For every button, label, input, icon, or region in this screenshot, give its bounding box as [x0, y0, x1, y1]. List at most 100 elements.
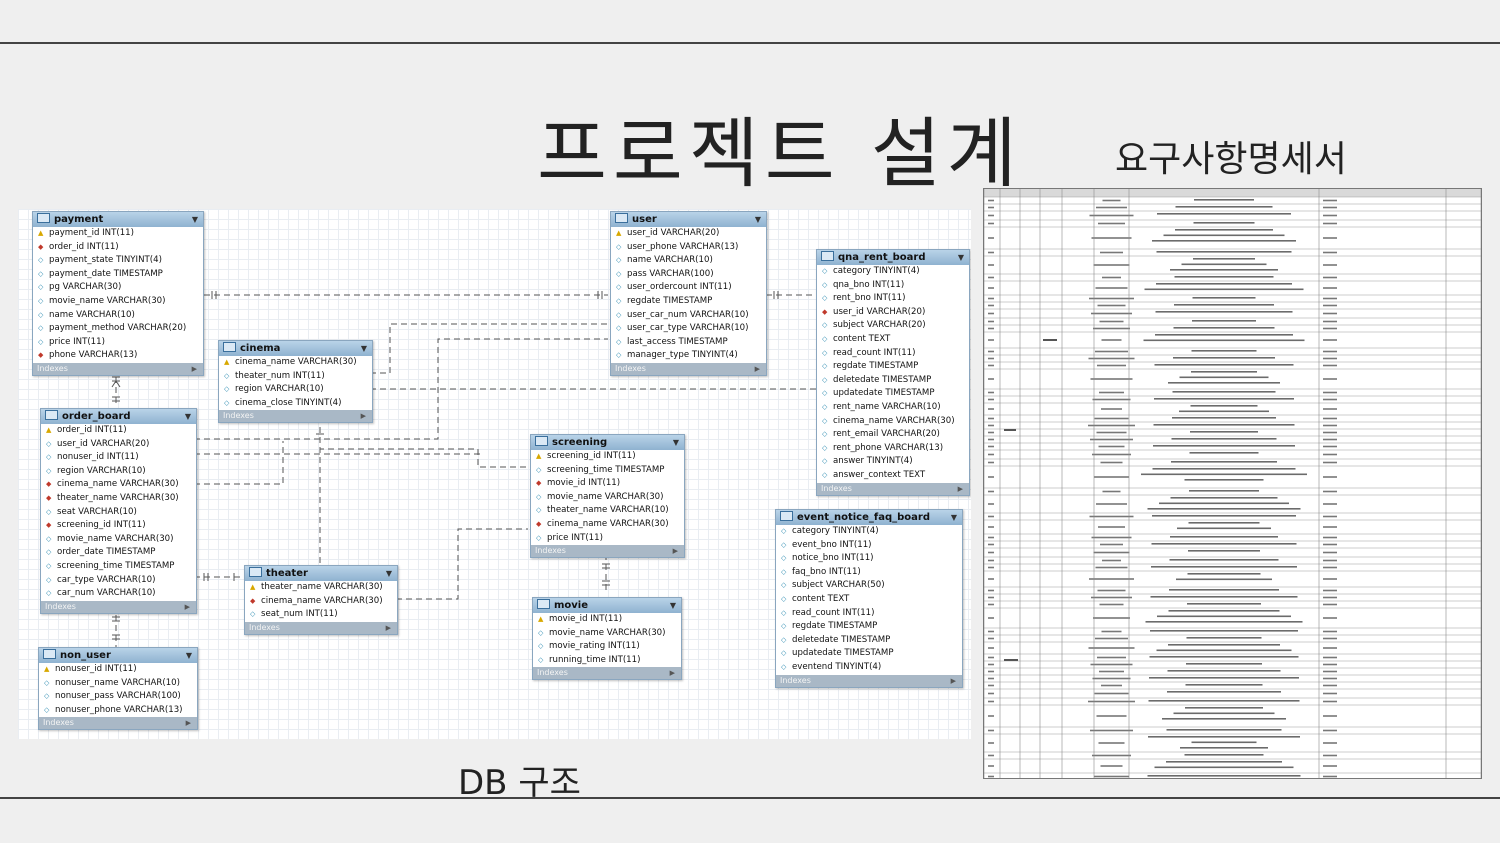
- table-header[interactable]: non_user▼: [39, 648, 197, 663]
- table-header[interactable]: cinema▼: [219, 341, 372, 356]
- indexes-footer[interactable]: Indexes ▶: [533, 667, 681, 680]
- column-definition: answer_context TEXT: [833, 469, 926, 480]
- indexes-footer[interactable]: Indexes▶: [245, 621, 397, 634]
- expand-arrow-icon[interactable]: ▶: [385, 623, 391, 632]
- table-qna-rent-board[interactable]: qna_rent_board▼◇category TINYINT(4)◇qna_…: [816, 249, 970, 496]
- expand-arrow-icon[interactable]: ▶: [672, 547, 678, 556]
- table-event-notice-faq-board[interactable]: event_notice_faq_board▼◇category TINYINT…: [775, 509, 963, 688]
- column-row: ◇manager_type TINYINT(4): [611, 349, 766, 363]
- indexes-footer[interactable]: Indexes▶: [531, 545, 684, 558]
- indexes-label: Indexes: [537, 668, 568, 678]
- table-cinema[interactable]: cinema▼▲cinema_name VARCHAR(30)◇theater_…: [218, 340, 373, 424]
- indexes-footer[interactable]: Indexes▶: [33, 362, 203, 375]
- column-row: ◆screening_id INT(11): [41, 519, 196, 533]
- collapse-chevron-icon[interactable]: ▼: [191, 215, 198, 224]
- table-user[interactable]: user▼▲user_id VARCHAR(20)◇user_phone VAR…: [610, 211, 767, 376]
- column-icon: ◇: [538, 655, 544, 664]
- collapse-chevron-icon[interactable]: ▼: [184, 412, 191, 421]
- indexes-footer[interactable]: Indexes ▶: [611, 362, 766, 375]
- column-icon: ◇: [781, 662, 787, 671]
- indexes-label: Indexes: [780, 675, 811, 685]
- column-row: ◇user_phone VARCHAR(13): [611, 241, 766, 255]
- column-row: ◇movie_rating INT(11): [533, 640, 681, 654]
- table-non-user[interactable]: non_user▼▲nonuser_id INT(11)◇nonuser_nam…: [38, 647, 198, 731]
- table-header[interactable]: event_notice_faq_board▼: [776, 510, 962, 525]
- column-row: ◆theater_name VARCHAR(30): [41, 492, 196, 506]
- column-row: ◇user_id VARCHAR(20): [41, 438, 196, 452]
- collapse-chevron-icon[interactable]: ▼: [950, 513, 957, 522]
- column-row: ◇theater_name VARCHAR(10): [531, 504, 684, 518]
- table-header[interactable]: theater▼: [245, 566, 397, 581]
- expand-arrow-icon[interactable]: ▶: [360, 412, 366, 421]
- column-row: ◇region VARCHAR(10): [41, 465, 196, 479]
- column-definition: pass VARCHAR(100): [627, 268, 714, 279]
- column-definition: movie_rating INT(11): [549, 641, 640, 652]
- indexes-footer[interactable]: Indexes▶: [219, 410, 372, 423]
- table-order-board[interactable]: order_board▼▲order_id INT(11)◇user_id VA…: [40, 408, 197, 614]
- column-icon: ◇: [224, 371, 230, 380]
- table-header[interactable]: screening▼: [531, 435, 684, 450]
- column-definition: cinema_name VARCHAR(30): [547, 518, 669, 529]
- column-definition: price INT(11): [547, 532, 603, 543]
- column-icon: ◇: [38, 269, 44, 278]
- indexes-footer[interactable]: Indexes▶: [39, 717, 197, 730]
- rel-screening-cinema: [319, 427, 528, 468]
- expand-arrow-icon[interactable]: ▶: [184, 602, 190, 611]
- table-screening[interactable]: screening▼▲screening_id INT(11)◇screenin…: [530, 434, 685, 559]
- column-row: ◇screening_time TIMESTAMP: [41, 560, 196, 574]
- column-row: ◇movie_name VARCHAR(30): [41, 533, 196, 547]
- collapse-chevron-icon[interactable]: ▼: [672, 438, 679, 447]
- expand-arrow-icon[interactable]: ▶: [950, 676, 956, 685]
- column-definition: user_car_type VARCHAR(10): [627, 323, 749, 334]
- collapse-chevron-icon[interactable]: ▼: [669, 601, 676, 610]
- requirements-table-thumbnail: [984, 189, 1481, 778]
- table-payment[interactable]: payment▼▲payment_id INT(11)◆order_id INT…: [32, 211, 204, 376]
- column-row: ◇regdate TIMESTAMP: [611, 295, 766, 309]
- expand-arrow-icon[interactable]: ▶: [957, 484, 963, 493]
- column-definition: read_count INT(11): [792, 607, 875, 618]
- collapse-chevron-icon[interactable]: ▼: [957, 253, 964, 262]
- indexes-label: Indexes: [615, 363, 646, 373]
- column-row: ◇order_date TIMESTAMP: [41, 546, 196, 560]
- column-icon: ◇: [822, 334, 828, 343]
- column-icon: ◇: [781, 622, 787, 631]
- table-theater[interactable]: theater▼▲theater_name VARCHAR(30)◆cinema…: [244, 565, 398, 635]
- column-definition: name VARCHAR(10): [49, 309, 135, 320]
- indexes-footer[interactable]: Indexes ▶: [776, 674, 962, 687]
- column-icon: ◇: [781, 635, 787, 644]
- column-definition: nonuser_phone VARCHAR(13): [55, 704, 183, 715]
- column-icon: ◇: [616, 256, 622, 265]
- table-header[interactable]: qna_rent_board▼: [817, 250, 969, 265]
- expand-arrow-icon[interactable]: ▶: [669, 669, 675, 678]
- rel-cinema-user: [370, 323, 608, 374]
- column-icon: ◇: [822, 416, 828, 425]
- column-definition: phone VARCHAR(13): [49, 350, 138, 361]
- column-definition: user_id VARCHAR(20): [627, 228, 720, 238]
- collapse-chevron-icon[interactable]: ▼: [185, 651, 192, 660]
- expand-arrow-icon[interactable]: ▶: [191, 364, 197, 373]
- collapse-chevron-icon[interactable]: ▼: [360, 344, 367, 353]
- expand-arrow-icon[interactable]: ▶: [185, 719, 191, 728]
- column-row: ◇screening_time TIMESTAMP: [531, 464, 684, 478]
- column-icon: ◇: [822, 375, 828, 384]
- indexes-footer[interactable]: Indexes▶: [41, 600, 196, 613]
- expand-arrow-icon[interactable]: ▶: [754, 364, 760, 373]
- collapse-chevron-icon[interactable]: ▼: [385, 569, 392, 578]
- column-icon: ◇: [250, 610, 256, 619]
- column-row: ◇movie_name VARCHAR(30): [33, 295, 203, 309]
- column-definition: updatedate TIMESTAMP: [792, 648, 894, 659]
- table-header[interactable]: order_board▼: [41, 409, 196, 424]
- column-row: ◇updatedate TIMESTAMP: [776, 647, 962, 661]
- relationship-lines: [111, 291, 819, 647]
- table-header[interactable]: payment▼: [33, 212, 203, 227]
- table-header[interactable]: movie▼: [533, 598, 681, 613]
- column-row: ◇subject VARCHAR(50): [776, 579, 962, 593]
- indexes-footer[interactable]: Indexes▶: [817, 482, 969, 495]
- collapse-chevron-icon[interactable]: ▼: [754, 215, 761, 224]
- table-movie[interactable]: movie▼▲movie_id INT(11)◇movie_name VARCH…: [532, 597, 682, 681]
- column-definition: cinema_close TINYINT(4): [235, 397, 342, 408]
- foreign-key-icon: ◆: [46, 493, 52, 502]
- column-icon: ◇: [46, 561, 52, 570]
- column-row: ◇running_time INT(11): [533, 654, 681, 668]
- table-header[interactable]: user▼: [611, 212, 766, 227]
